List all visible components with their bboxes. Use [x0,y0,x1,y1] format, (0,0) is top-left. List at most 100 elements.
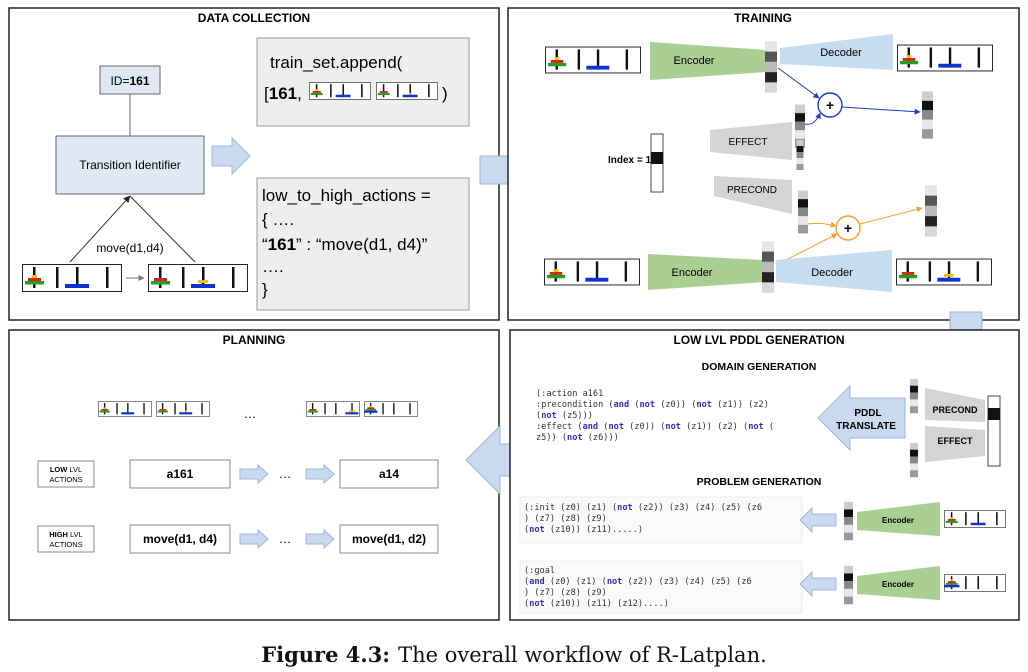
init_code-line: ) (z7) (z8) (z9) [524,514,607,524]
encoder-goal-label: Encoder [882,580,914,589]
decoder-top-label: Decoder [820,47,862,59]
domain-index-vector [987,395,1001,467]
panel-planning: PLANNING … LOW LVL ACTIONS a161 … a14 HI… [8,329,500,621]
init-code-block: (:init (z0) (z1) (not (z2)) (z3) (z4) (z… [524,503,762,535]
goal_code-line: (not (z10)) (z11) (z12)....) [524,599,669,609]
effect-domain-label: EFFECT [938,436,974,446]
latent-effect-out [796,140,804,170]
mapping-line1: low_to_high_actions = [262,186,431,205]
domain-latent-b [910,442,918,478]
goal_code-line: (and (z0) (z1) (not (z2)) (z3) (z4) (z5)… [524,577,752,587]
init_code-line: (not (z10)) (z11).....) [524,525,643,535]
domain-generation-title: DOMAIN GENERATION [702,361,817,373]
problem-generation-title: PROBLEM GENERATION [697,476,822,488]
encoder-bottom [648,254,764,290]
figure-caption-text: The overall workflow of R-Latplan. [398,643,767,667]
plan-state-1 [98,401,152,417]
pddl-translate-label-2: TRANSLATE [836,421,896,432]
precond-network-domain [925,388,985,422]
training-output-top [897,44,993,72]
hanoi-state-before [22,264,122,292]
init-code-box [519,496,803,544]
goal-state [944,574,1006,592]
train-set-box [256,37,470,127]
low-to-high-box [256,177,470,311]
low-level-label-line1: LOW LVL [50,465,82,474]
mapping-line4: …. [262,257,284,276]
high-action-first-label: move(d1, d4) [143,532,217,546]
domain_code-line: :effect (and (not (z0)) (not (z1)) (z2) … [536,422,774,432]
low-action-last [339,459,439,489]
training-input-top [545,46,641,74]
precond-label: PRECOND [727,185,777,196]
arrow-right-small [211,136,251,176]
effect-network-domain [925,426,985,462]
latent-top [765,41,777,93]
panel-pddl-generation: LOW LVL PDDL GENERATION DOMAIN GENERATIO… [509,329,1020,621]
high-actions-ellipsis: … [279,531,292,546]
high-action-last [339,524,439,554]
latent-bottom-result [925,185,937,237]
init-arrow [799,506,837,534]
effect-network [710,122,792,160]
transition-identifier-box [55,135,205,195]
train-set-line2: [161, [264,84,302,103]
hanoi-state-after [148,264,248,292]
figure-caption: Figure 4.3: The overall workflow of R-Lat… [0,642,1028,667]
high-level-label-line1: HIGH LVL [49,530,83,539]
low-action-first [129,459,231,489]
training-input-bottom [544,258,640,286]
panel-title-pddl: LOW LVL PDDL GENERATION [673,333,844,347]
panel-training: TRAINING Encoder Decoder + Index = 161 E… [507,7,1020,321]
encoder-top-label: Encoder [674,55,715,67]
domain-code-block: (:action a161:precondition (and (not (z0… [536,389,774,443]
plus-top-label: + [826,97,834,113]
train-set-close: ) [442,84,448,103]
transition-identifier-label: Transition Identifier [79,158,181,172]
latent-bottom [762,241,774,293]
id-label: ID=161 [110,74,149,88]
init-latent [844,501,853,541]
goal-code-box [519,560,803,614]
domain_code-line: :precondition (and (not (z0)) (not (z1))… [536,400,769,410]
precond-domain-label: PRECOND [932,405,978,415]
pddl-translate-arrow [817,384,906,452]
latent-top-result [922,91,933,139]
goal_code-line: (:goal [524,566,555,576]
figure-caption-label: Figure 4.3: [261,642,391,667]
panel-title-planning: PLANNING [223,333,286,347]
precond-network [714,176,792,214]
train-set-state-a [309,82,371,100]
high-action-first [129,524,231,554]
plan-state-3 [306,401,360,417]
training-output-bottom [896,258,992,286]
train-set-line1: train_set.append( [270,53,403,72]
mapping-line3: “161” : “move(d1, d4)” [262,235,428,254]
id-box [99,65,161,95]
panel-data-collection: DATA COLLECTION ID=161 Transition Identi… [8,7,500,321]
goal-latent [844,565,853,605]
plan-state-4 [364,401,418,417]
domain_code-line: z5)) (not (z6))) [536,433,619,443]
encoder-top [650,42,766,80]
mapping-line5: } [262,280,268,299]
encoder-bottom-label: Encoder [672,267,713,279]
init-state [944,510,1006,528]
decoder-bottom-label: Decoder [811,267,853,279]
domain-latent-a [910,378,918,414]
low-action-first-label: a161 [167,467,194,481]
goal-code-block: (:goal (and (z0) (z1) (not (z2)) (z3) (z… [524,566,752,609]
high-level-label-line2: ACTIONS [49,540,82,549]
plus-bottom-label: + [844,220,852,236]
plus-node-bottom [835,215,861,241]
encoder-init-label: Encoder [882,516,914,525]
action-label: move(d1,d4) [96,241,163,255]
plan-states-ellipsis: … [244,406,257,421]
decoder-bottom [776,250,892,292]
latent-precond-out [798,190,808,234]
plan-state-2 [156,401,210,417]
effect-label: EFFECT [729,137,768,148]
domain_code-line: (:action a161 [536,389,603,399]
low-level-label-box [37,460,95,488]
